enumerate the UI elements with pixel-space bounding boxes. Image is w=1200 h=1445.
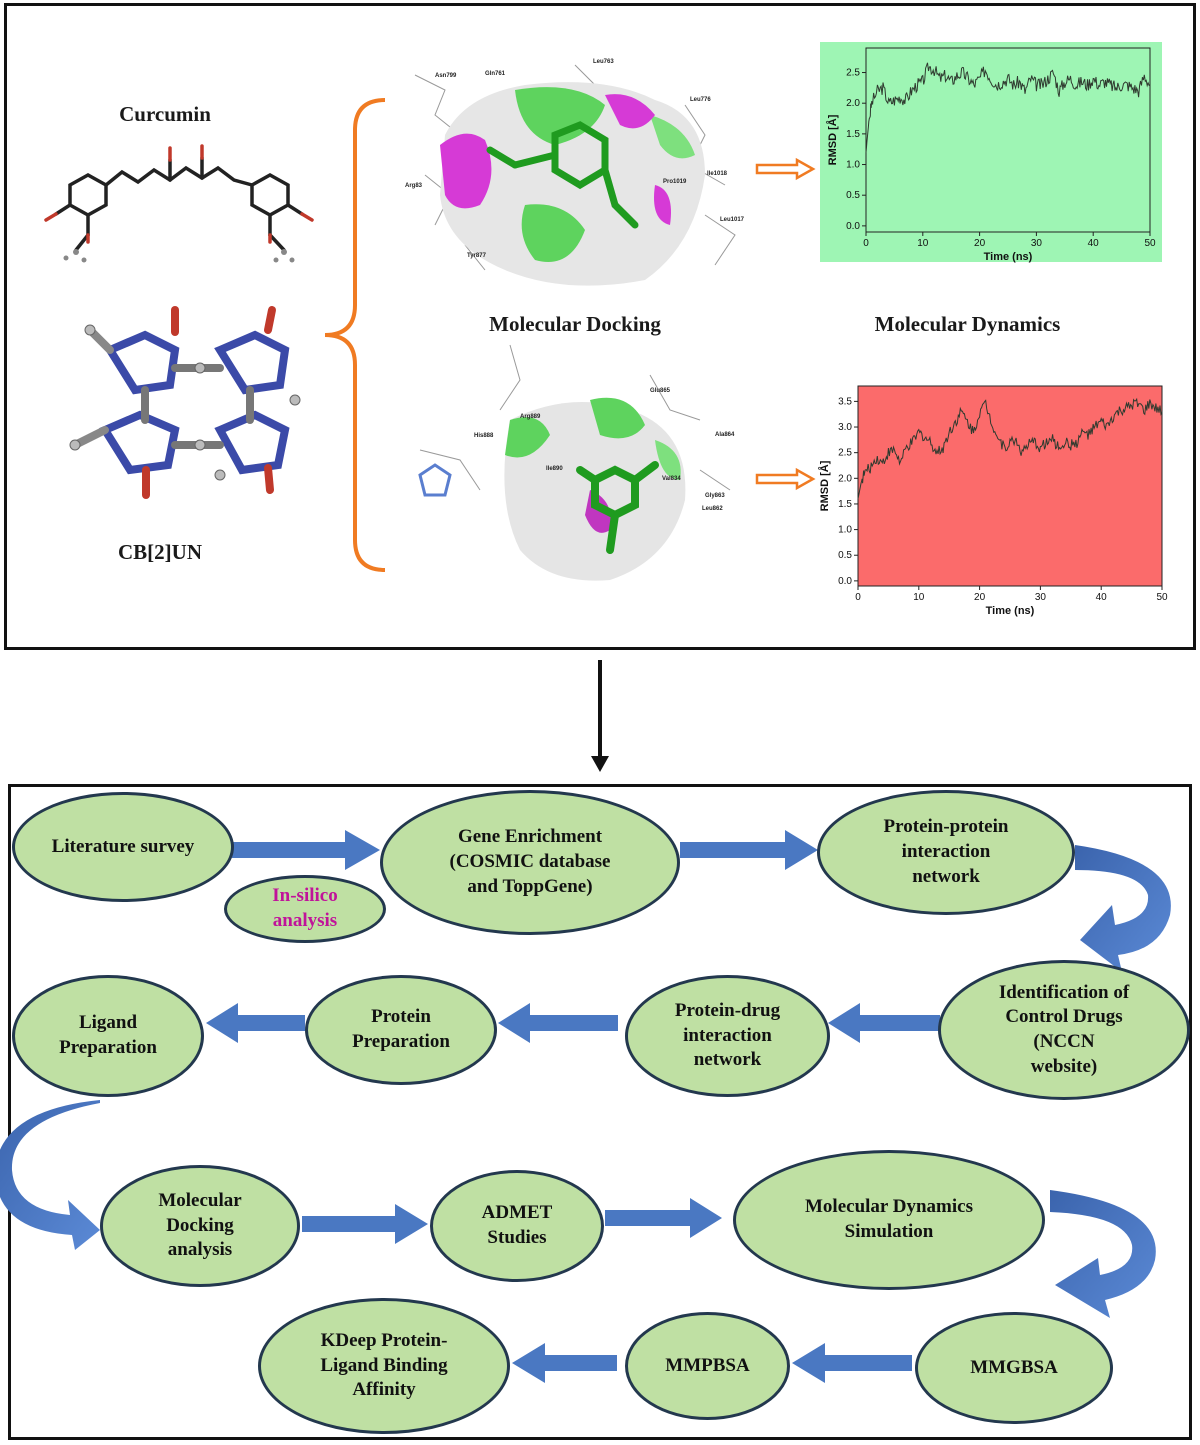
x-tick-label: 30 xyxy=(1031,238,1043,249)
svg-text:Arg83: Arg83 xyxy=(405,183,423,189)
svg-text:His888: His888 xyxy=(474,433,494,439)
x-tick-label: 50 xyxy=(1144,238,1156,249)
svg-text:Arg889: Arg889 xyxy=(520,414,541,420)
cb2un-structure xyxy=(69,306,301,499)
y-tick-label: 3.5 xyxy=(838,396,852,407)
plot-frame xyxy=(857,385,1163,587)
x-tick-label: 40 xyxy=(1096,592,1108,603)
y-tick-label: 0.0 xyxy=(838,576,852,587)
svg-text:Ile1018: Ile1018 xyxy=(707,171,728,177)
svg-text:Leu1017: Leu1017 xyxy=(720,217,745,223)
y-tick-label: 0.0 xyxy=(846,221,860,232)
rmsd-series-line xyxy=(865,62,1151,153)
node-literature-survey: Literature survey xyxy=(12,792,234,902)
arrow-protein-to-ligand xyxy=(206,1003,305,1043)
arrow-gene-to-ppi xyxy=(680,830,818,870)
arrow-admet-to-md xyxy=(605,1198,722,1238)
node-mmpbsa: MMPBSA xyxy=(625,1312,790,1420)
y-tick-label: 0.5 xyxy=(838,550,852,561)
y-tick-label: 1.0 xyxy=(846,160,860,171)
node-gene-enrichment: Gene Enrichment (COSMIC database and Top… xyxy=(380,790,680,935)
y-tick-label: 2.5 xyxy=(846,68,860,79)
svg-text:Leu776: Leu776 xyxy=(690,97,711,103)
node-docking-analysis: Molecular Docking analysis xyxy=(100,1165,300,1287)
plot-frame xyxy=(865,47,1151,233)
svg-text:Pro1019: Pro1019 xyxy=(663,179,687,185)
x-tick-label: 0 xyxy=(863,238,869,249)
node-md-simulation: Molecular Dynamics Simulation xyxy=(733,1150,1045,1290)
y-tick-label: 2.5 xyxy=(838,448,852,459)
y-axis-label: RMSD [Å] xyxy=(826,114,839,165)
node-control-drugs: Identification of Control Drugs (NCCN we… xyxy=(938,960,1190,1100)
svg-text:Asn799: Asn799 xyxy=(435,73,457,79)
node-insilico-analysis: In-silico analysis xyxy=(224,875,386,943)
arrow-mmpbsa-to-kdeep xyxy=(512,1343,617,1383)
x-axis-label: Time (ns) xyxy=(986,605,1035,617)
curve-arrow-left xyxy=(0,1100,100,1250)
arrow-docking-to-admet xyxy=(302,1204,428,1244)
x-tick-label: 20 xyxy=(974,238,986,249)
arrow-mmgbsa-to-mmpbsa xyxy=(792,1343,912,1383)
arrow-lit-to-gene xyxy=(232,830,380,870)
svg-text:Ile890: Ile890 xyxy=(546,466,563,472)
curve-arrow-right-top xyxy=(1075,845,1171,972)
node-protein-drug-network: Protein-drug interaction network xyxy=(625,975,830,1097)
rmsd-chart-bottom: 0 10 20 30 40 50 0.0 0.5 1.0 1.5 2.0 2.5 3.0 3.5Time … xyxy=(818,385,1168,617)
arrow-control-to-pd xyxy=(828,1003,940,1043)
y-tick-label: 2.0 xyxy=(846,98,860,109)
x-tick-label: 10 xyxy=(913,592,925,603)
curcumin-title: Curcumin xyxy=(119,102,211,126)
svg-text:Tyr877: Tyr877 xyxy=(467,253,487,259)
orange-arrow-bottom xyxy=(755,467,816,491)
x-tick-label: 30 xyxy=(1035,592,1047,603)
down-arrow xyxy=(591,660,609,772)
node-ligand-preparation: Ligand Preparation xyxy=(12,975,204,1097)
x-axis-label: Time (ns) xyxy=(984,251,1033,263)
x-tick-label: 0 xyxy=(855,592,861,603)
y-tick-label: 1.5 xyxy=(846,129,860,140)
curcumin-structure xyxy=(44,144,314,263)
docking-image-bottom: Glu865 Arg889 His888 Ala864 Ile890 Val83… xyxy=(418,344,735,581)
svg-text:Glu865: Glu865 xyxy=(650,388,671,394)
docking-image-top: Asn799 Gln761 Leu763 Leu776 Arg83 Pro101… xyxy=(405,59,745,286)
svg-text:Ala864: Ala864 xyxy=(715,432,735,438)
y-tick-label: 1.0 xyxy=(838,525,852,536)
chart-background xyxy=(820,42,1162,262)
svg-text:Leu763: Leu763 xyxy=(593,59,614,65)
rmsd-series-line xyxy=(857,397,1163,499)
y-tick-label: 3.0 xyxy=(838,422,852,433)
curve-arrow-right-bottom xyxy=(1050,1190,1156,1318)
svg-text:Gly863: Gly863 xyxy=(705,493,725,499)
svg-text:Leu862: Leu862 xyxy=(702,506,723,512)
orange-brace xyxy=(324,98,386,572)
orange-arrow-top xyxy=(755,157,816,181)
x-tick-label: 40 xyxy=(1088,238,1100,249)
node-protein-preparation: Protein Preparation xyxy=(305,975,497,1085)
node-admet: ADMET Studies xyxy=(430,1170,604,1282)
node-kdeep: KDeep Protein- Ligand Binding Affinity xyxy=(258,1298,510,1434)
node-mmgbsa: MMGBSA xyxy=(915,1312,1113,1424)
y-tick-label: 1.5 xyxy=(838,499,852,510)
x-tick-label: 10 xyxy=(917,238,929,249)
x-tick-label: 50 xyxy=(1156,592,1168,603)
x-tick-label: 20 xyxy=(974,592,986,603)
y-axis-label: RMSD [Å] xyxy=(818,460,831,511)
arrow-pd-to-protein xyxy=(498,1003,618,1043)
y-tick-label: 0.5 xyxy=(846,190,860,201)
cb2un-title: CB[2]UN xyxy=(118,540,202,564)
svg-text:Val834: Val834 xyxy=(662,476,681,482)
svg-text:Gln761: Gln761 xyxy=(485,71,506,77)
molecular-docking-title: Molecular Docking xyxy=(489,312,661,336)
molecular-dynamics-title: Molecular Dynamics xyxy=(874,312,1061,336)
node-ppi-network: Protein-protein interaction network xyxy=(817,790,1075,915)
y-tick-label: 2.0 xyxy=(838,473,852,484)
